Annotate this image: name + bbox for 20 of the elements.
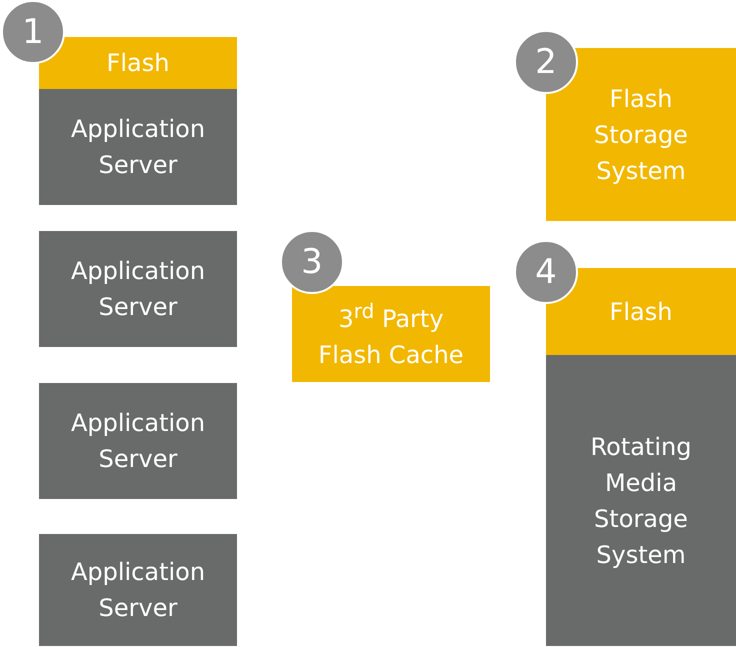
server-box [39, 534, 237, 646]
server-box [39, 231, 237, 347]
box-label: Application Server [70, 408, 206, 475]
badge-number: 4 [535, 252, 557, 292]
box-label: Flash Storage System [593, 84, 689, 186]
box-label: Application Server [70, 557, 206, 624]
server-box [39, 89, 237, 205]
box-label: 3$^{rd}$ Party Flash Cache [317, 298, 465, 370]
box-label: Application Server [70, 114, 206, 181]
storage-box [546, 355, 736, 646]
box-label: Application Server [70, 256, 206, 323]
flash-box [39, 37, 237, 89]
cache-box [292, 286, 490, 382]
server-box [39, 383, 237, 499]
box-label: Flash [106, 48, 170, 79]
badge-number: 3 [301, 242, 323, 282]
box-label: Flash [610, 296, 672, 328]
badge-number: 2 [535, 42, 557, 82]
badge-number: 1 [22, 12, 44, 52]
box-label: Rotating Media Storage System [590, 432, 692, 570]
